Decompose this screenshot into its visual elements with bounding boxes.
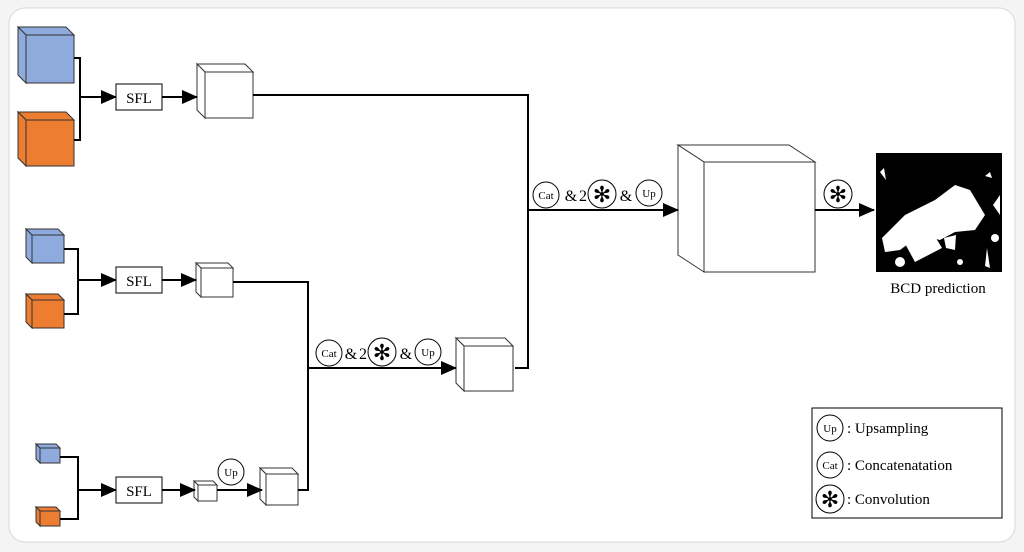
connectors (60, 57, 875, 520)
input-cube-orange-1 (16, 110, 76, 168)
sfl-block-bottom: SFL (115, 476, 163, 504)
up-symbol: Up (224, 467, 238, 479)
up-symbol: Up (823, 423, 837, 435)
amp: & (345, 346, 358, 363)
two: 2 (579, 188, 587, 205)
op-label-bottom: Up (217, 458, 245, 486)
legend-upsampling: : Upsampling (847, 421, 929, 437)
amp: & (565, 188, 578, 205)
input-cube-blue-1 (16, 25, 76, 85)
input-cube-orange-2 (24, 292, 66, 330)
conv-icon: ✻ (373, 340, 391, 365)
legend-concatenation: : Concatenatation (847, 458, 953, 474)
cat-symbol: Cat (321, 348, 336, 360)
op-label-mid: Cat & 2 ✻ & Up (315, 337, 442, 367)
cat-symbol: Cat (538, 190, 553, 202)
upsampled-cube-3 (258, 466, 300, 507)
sfl-block-top: SFL (115, 83, 163, 111)
op-label-top: Cat & 2 ✻ & Up (532, 179, 663, 209)
input-cube-orange-3 (34, 505, 62, 528)
sfl-block-mid: SFL (115, 266, 163, 294)
sfl-label: SFL (126, 274, 152, 290)
feature-cube-2 (194, 261, 235, 299)
sfl-label: SFL (126, 484, 152, 500)
conv-icon: ✻ (821, 487, 839, 512)
up-symbol: Up (421, 347, 435, 359)
cat-symbol: Cat (822, 460, 837, 472)
bcd-prediction-image (876, 153, 1002, 272)
feature-cube-3 (192, 479, 219, 503)
sfl-label: SFL (126, 91, 152, 107)
legend: Up : Upsampling Cat : Concatenatation ✻ … (811, 407, 1003, 519)
feature-cube-1 (195, 62, 255, 120)
legend-convolution: : Convolution (847, 492, 930, 508)
output-label: BCD prediction (890, 281, 986, 297)
conv-icon: ✻ (829, 182, 847, 207)
input-cube-blue-3 (34, 442, 62, 465)
fused-cube-top (676, 144, 817, 273)
up-symbol: Up (642, 188, 656, 200)
amp: & (620, 188, 633, 205)
input-cube-blue-2 (24, 227, 66, 265)
op-label-output: ✻ (823, 179, 853, 209)
fused-cube-mid (454, 336, 515, 393)
panel (8, 7, 1016, 543)
conv-icon: ✻ (593, 182, 611, 207)
amp: & (400, 346, 413, 363)
two: 2 (359, 346, 367, 363)
